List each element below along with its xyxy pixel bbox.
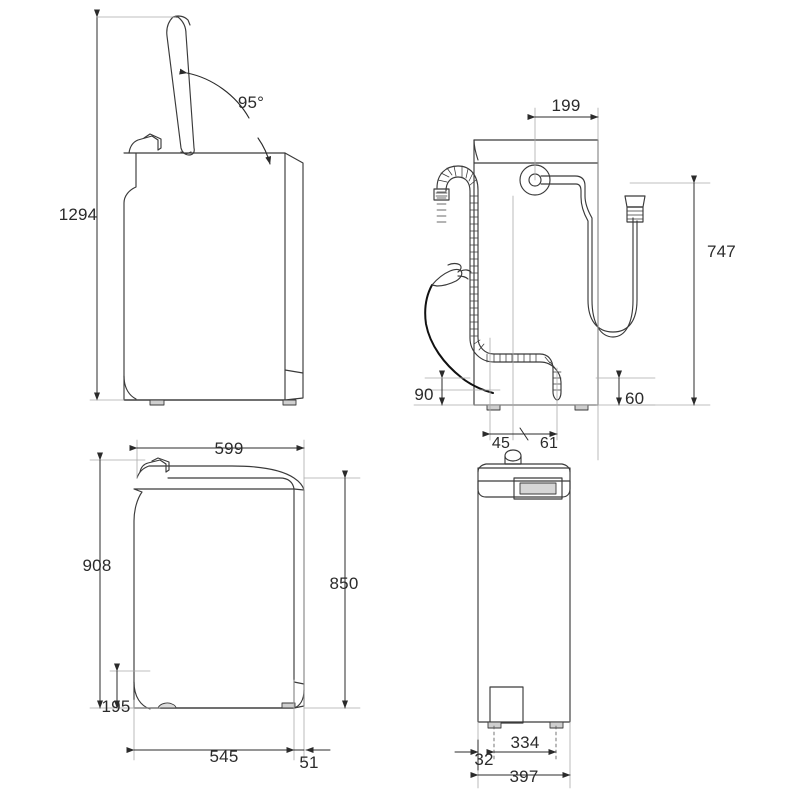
- drain-hose-corrugated: [433, 165, 562, 401]
- dim-label-60: 60: [625, 389, 644, 408]
- view-side-lid-open: [89, 9, 304, 406]
- cabinet-body-rear: [473, 139, 599, 406]
- inlet-hose-coupling: [624, 195, 646, 223]
- power-cord: [424, 262, 494, 394]
- lid-knob: [504, 449, 522, 465]
- cabinet-feet-rear: [486, 404, 589, 411]
- dim-label-195: 195: [102, 697, 131, 716]
- view-rear-hoses: [413, 107, 711, 461]
- dim-label-1294: 1294: [59, 205, 98, 224]
- dim-cord-height: [424, 370, 471, 406]
- rear-extension-lines: [413, 107, 711, 461]
- cabinet-body-side-closed: [133, 465, 305, 710]
- cabinet-feet-side-closed: [157, 702, 296, 709]
- control-display: [513, 477, 563, 500]
- dim-label-90: 90: [414, 385, 433, 404]
- dim-label-599: 599: [215, 439, 244, 458]
- cabinet-feet-side-open: [149, 399, 297, 406]
- cabinet-body-front: [477, 463, 571, 723]
- cabinet-feet-front: [487, 721, 564, 729]
- view-front: [454, 449, 571, 789]
- dim-height-lid-open: [89, 9, 177, 401]
- dimension-labels: 1294 95° 199 747 90 60 45 61 599 908 850…: [59, 93, 736, 786]
- rating-label: [489, 686, 524, 724]
- dim-cord-drain-offsets: [482, 427, 558, 441]
- dim-label-51: 51: [299, 753, 318, 772]
- dim-label-747: 747: [707, 242, 736, 261]
- dim-label-545: 545: [210, 747, 239, 766]
- front-foot-centerlines: [493, 725, 557, 763]
- dim-label-61: 61: [540, 435, 558, 452]
- dim-label-45: 45: [492, 435, 510, 452]
- dim-label-908: 908: [83, 556, 112, 575]
- dim-label-850: 850: [330, 574, 359, 593]
- lid-angle-arc: [179, 68, 272, 165]
- control-console-nub-closed: [139, 457, 170, 473]
- dim-foot-edge-offset: [454, 739, 479, 771]
- dim-label-32: 32: [474, 750, 493, 769]
- view-side-closed: [89, 439, 361, 761]
- dim-label-334: 334: [511, 733, 540, 752]
- lid-open: [166, 15, 195, 156]
- cabinet-body-side-open: [123, 152, 304, 401]
- control-console-nub: [128, 133, 162, 154]
- dim-label-199: 199: [552, 96, 581, 115]
- dim-label-95deg: 95°: [238, 93, 264, 112]
- inlet-hose: [540, 175, 638, 338]
- side-closed-extension-lines: [89, 439, 361, 761]
- dim-label-397: 397: [510, 767, 539, 786]
